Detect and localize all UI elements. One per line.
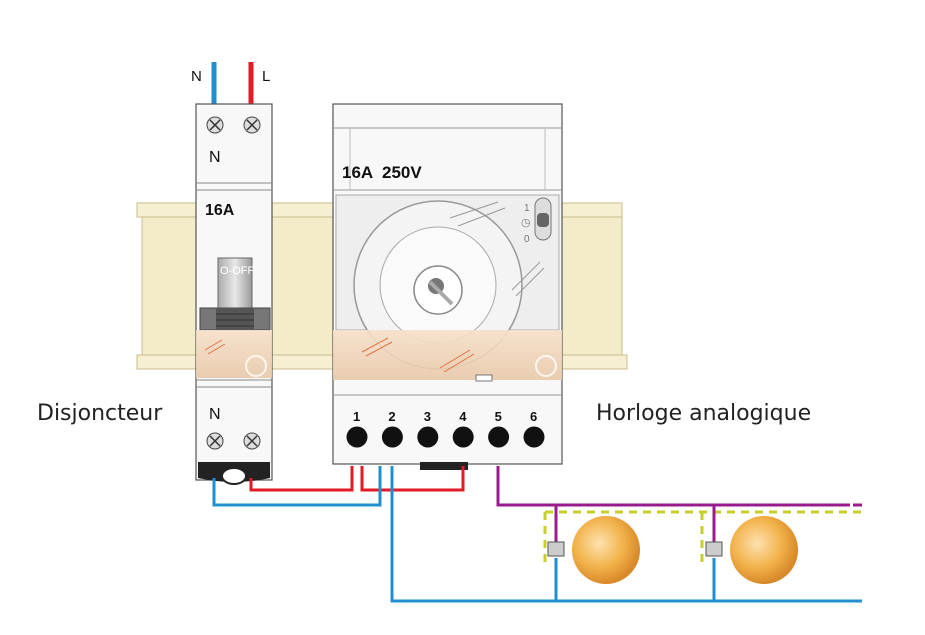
- terminal-2-label: 2: [388, 409, 395, 424]
- timer-name: Horloge analogique: [596, 401, 811, 426]
- terminal-6-icon: [523, 426, 545, 448]
- analog-timer: [332, 103, 563, 470]
- timer-rating: 16A 250V: [342, 163, 422, 182]
- selector-position-1: 1: [524, 203, 530, 214]
- terminal-2-icon: [381, 426, 403, 448]
- screw-icon: [243, 116, 261, 134]
- supply-live-label: L: [262, 68, 270, 85]
- breaker-switch-text: O-OFF: [220, 265, 254, 277]
- ge-logo-icon: [535, 355, 557, 377]
- light-bulb-icon: [547, 516, 640, 584]
- breaker-top-label: N: [209, 149, 221, 166]
- breaker-rating: 16A: [205, 202, 235, 219]
- terminal-1-icon: [346, 426, 368, 448]
- terminal-3-label: 3: [424, 409, 431, 424]
- ge-logo-icon: [245, 355, 267, 377]
- supply-wires: [211, 62, 254, 104]
- terminal-5-label: 5: [495, 409, 502, 424]
- light-bulb-icon: [705, 516, 798, 584]
- circuit-breaker: [195, 103, 273, 485]
- selector-position-auto: ◷: [521, 217, 531, 229]
- screw-icon: [243, 432, 261, 450]
- terminal-6-label: 6: [530, 409, 537, 424]
- terminal-4-icon: [452, 426, 474, 448]
- terminal-3-icon: [417, 426, 439, 448]
- supply-neutral-label: N: [191, 68, 202, 85]
- selector-slider: [537, 213, 549, 227]
- screw-icon: [206, 116, 224, 134]
- terminal-4-label: 4: [459, 409, 467, 424]
- terminal-5-icon: [488, 426, 510, 448]
- wiring: [212, 466, 862, 603]
- terminal-1-label: 1: [353, 409, 360, 424]
- screw-icon: [206, 432, 224, 450]
- breaker-bottom-label: N: [209, 406, 221, 423]
- breaker-name: Disjoncteur: [37, 401, 163, 426]
- selector-position-0: 0: [524, 234, 530, 245]
